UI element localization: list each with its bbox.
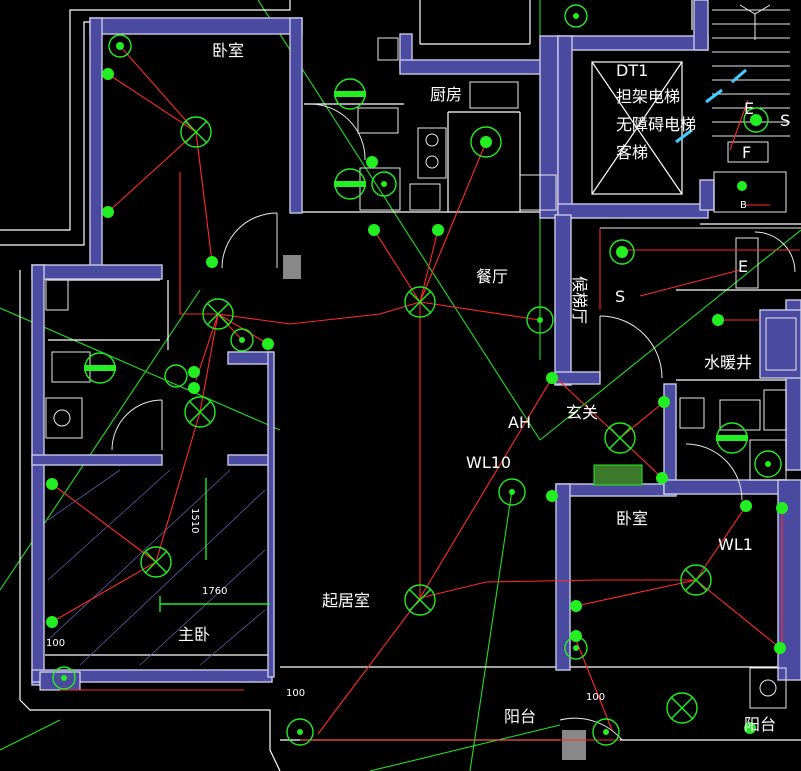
label-kitchen: 厨房 [430,85,462,104]
symbol-labels: AH WL10 WL1 S S E E F B [466,99,790,554]
ceiling-light-balcony2 [666,692,698,724]
room-labels: 卧室 厨房 DT1 担架电梯 无障碍电梯 客梯 餐厅 候梯厅 水暖井 玄关 卧室… [178,41,776,734]
label-wl1: WL1 [718,535,753,554]
label-entry: 玄关 [566,403,598,422]
label-f1: F [742,143,751,162]
dim-1510: 1510 [189,508,200,533]
ceiling-light-bedroom [180,116,212,148]
label-water-shaft: 水暖井 [704,353,752,372]
label-bedroom-top: 卧室 [212,41,244,60]
ceiling-light-living [404,584,436,616]
dimension-labels: 1510 1760 100 100 100 [46,508,605,703]
label-wl10: WL10 [466,453,511,472]
light-fixtures [46,4,788,746]
label-elevator-3: 客梯 [616,143,648,162]
ceiling-light-bath [184,396,216,428]
blue-markers [675,68,747,144]
label-dining: 餐厅 [476,267,508,286]
label-ah: AH [508,413,531,432]
label-b1: B [740,200,747,211]
label-master-bedroom: 主卧 [178,625,210,644]
dim-100c: 100 [586,692,605,703]
label-elevator-id: DT1 [616,61,648,80]
walls [31,0,801,760]
dimension-lines [159,478,270,612]
ceiling-light-master [140,546,172,578]
fluorescent-fixtures [84,78,748,454]
dim-1760: 1760 [202,586,227,597]
floor-hatch [47,469,266,666]
stair-lines [712,4,790,137]
ceiling-light-bedroom2 [680,564,712,596]
wiring-runs [51,45,800,741]
label-s1: S [615,287,625,306]
ceiling-light-entry [604,422,636,454]
label-balcony-right: 阳台 [744,715,776,734]
dim-100a: 100 [46,638,65,649]
ceiling-light-dining [404,286,436,318]
label-e1: E [738,257,748,276]
fixtures [45,37,801,709]
dim-100b: 100 [286,688,305,699]
label-lobby: 候梯厅 [570,276,589,324]
label-bedroom-right: 卧室 [616,509,648,528]
switch-dots [46,68,788,734]
door-swings [111,103,796,741]
label-balcony-main: 阳台 [504,707,536,726]
ceiling-light-hall [202,298,234,330]
label-elevator-1: 担架电梯 [616,87,680,106]
label-living: 起居室 [322,591,370,610]
label-s2: S [780,111,790,130]
label-e2: E [744,99,754,118]
label-elevator-2: 无障碍电梯 [616,115,696,134]
